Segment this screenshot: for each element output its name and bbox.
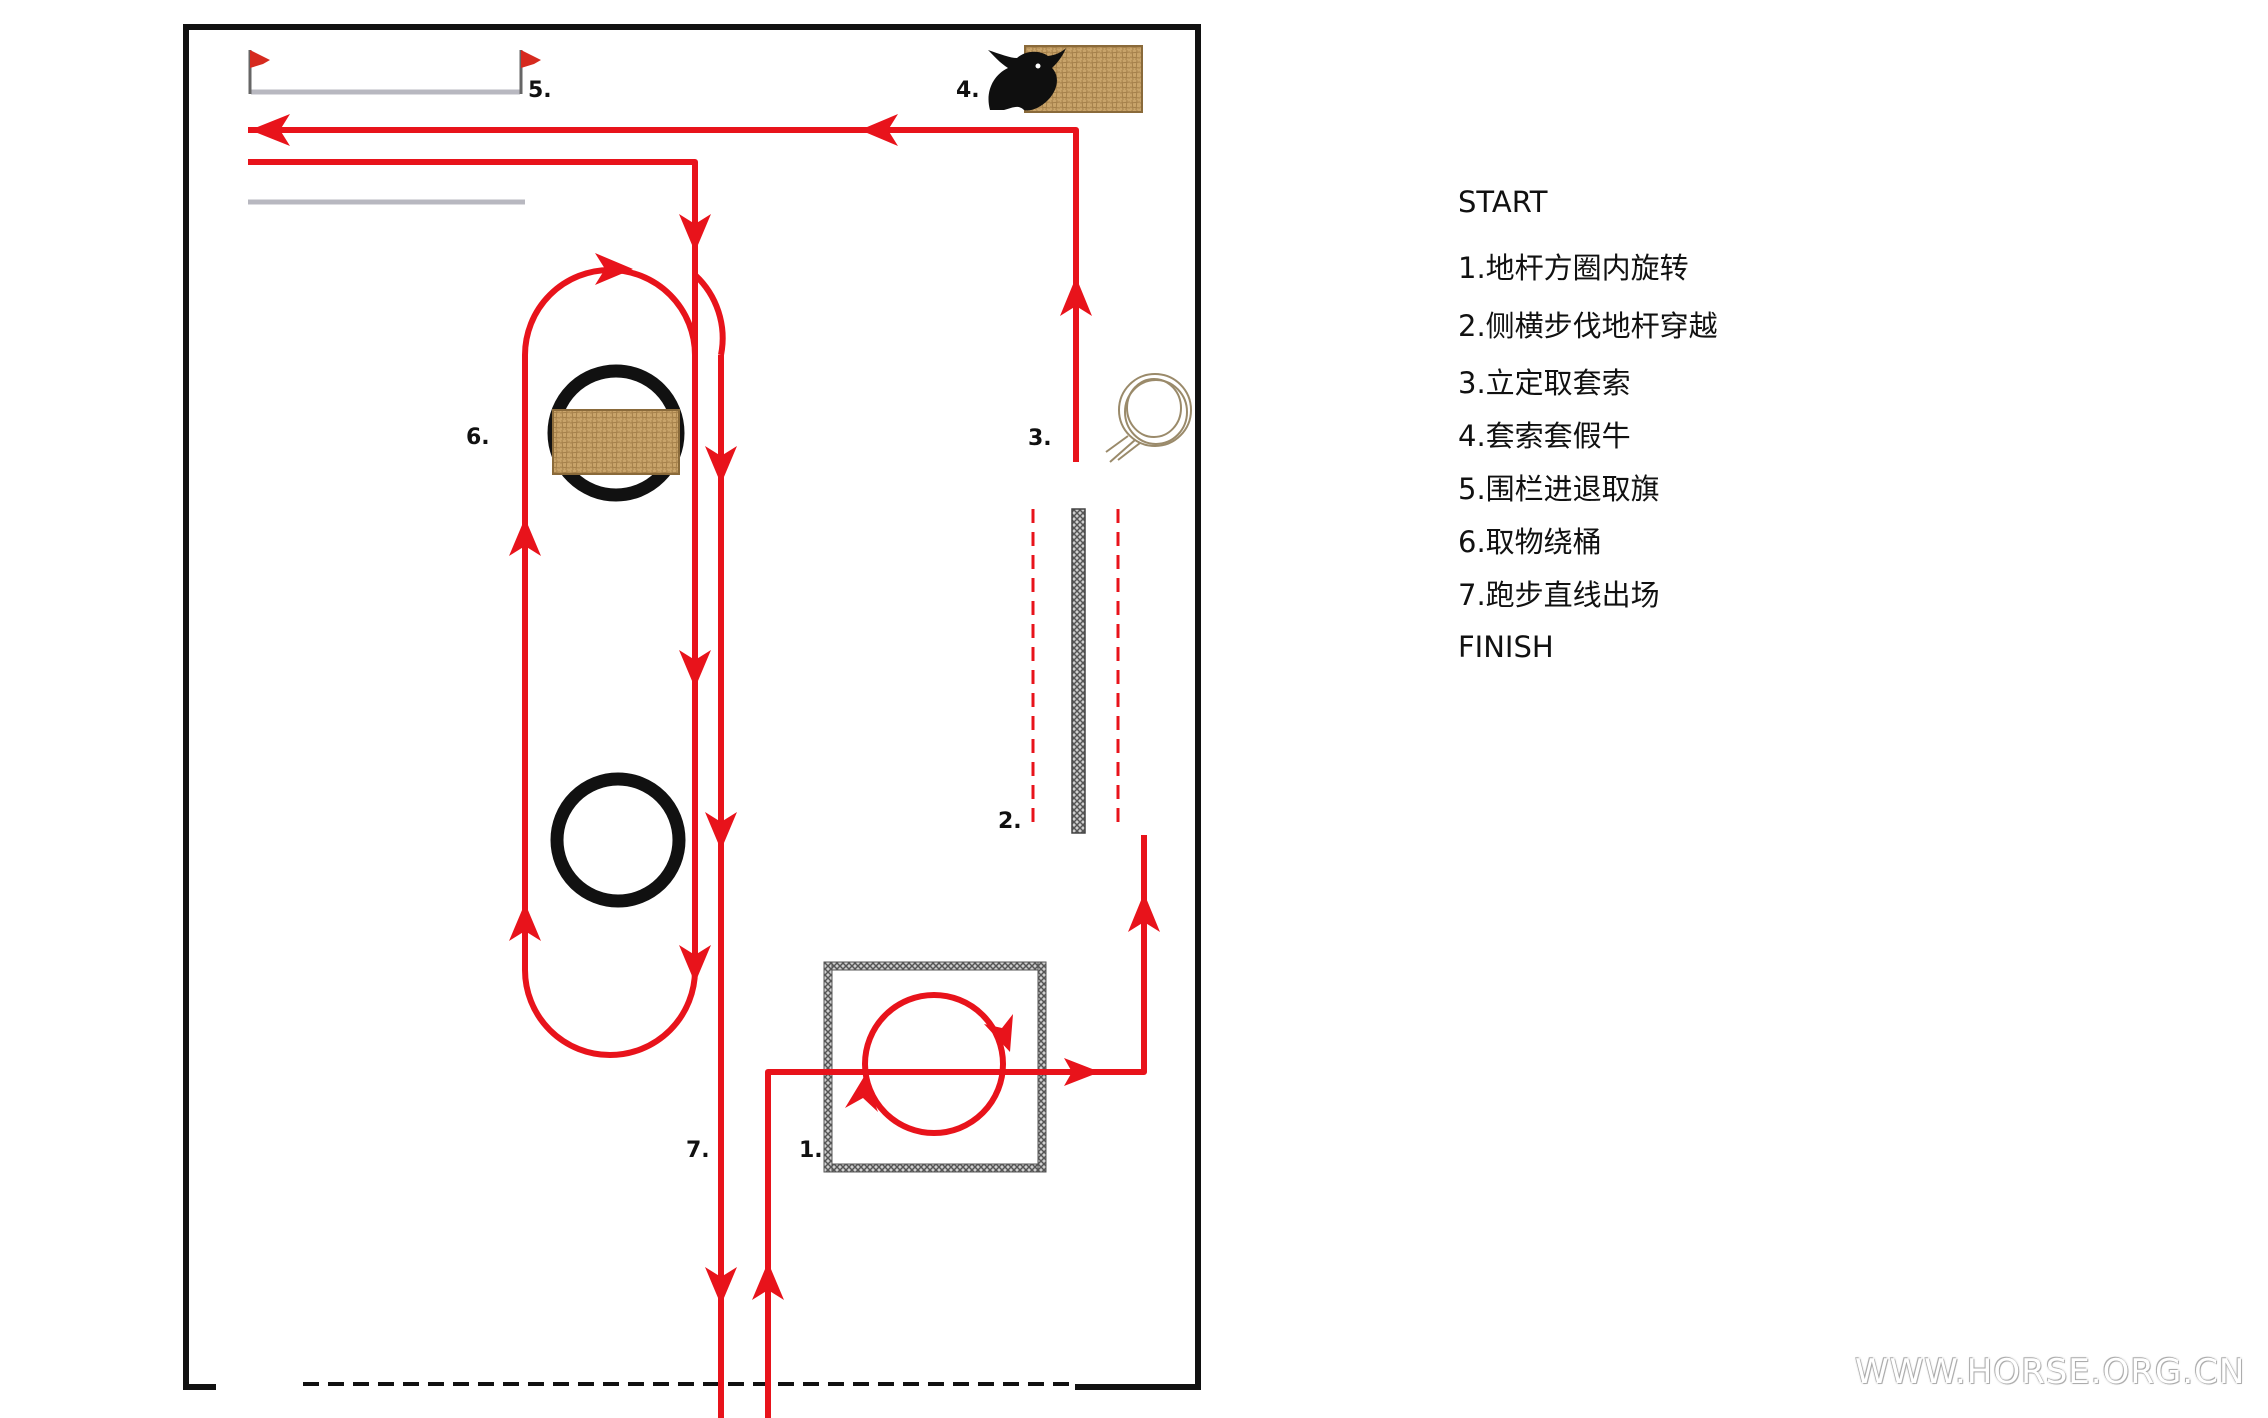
direction-arrows xyxy=(250,114,1160,1305)
station-4-dummy-cow xyxy=(988,45,1143,113)
arrow-icon xyxy=(705,446,737,484)
arrow-icon xyxy=(845,1075,878,1112)
arrow-icon xyxy=(1064,1058,1100,1086)
flag-icon xyxy=(519,50,541,94)
station-5-fence-flags xyxy=(248,50,541,205)
legend-item: 6.取物绕桶 xyxy=(1458,525,1602,559)
legend-item: 5.围栏进退取旗 xyxy=(1458,472,1660,506)
arrow-icon xyxy=(860,114,898,146)
arrow-icon xyxy=(679,650,711,688)
barrel-lower xyxy=(550,772,686,908)
course-path xyxy=(248,127,1147,1418)
hay-bale xyxy=(552,409,680,475)
station-label-3: 3. xyxy=(1028,426,1052,451)
legend-item: 3.立定取套索 xyxy=(1458,366,1631,400)
arrow-icon xyxy=(595,253,633,285)
station-3-lasso xyxy=(1105,373,1192,463)
arrow-icon xyxy=(509,903,541,941)
station-label-6: 6. xyxy=(466,425,490,450)
station-6-barrels xyxy=(547,364,686,908)
station-label-7: 7. xyxy=(686,1138,710,1163)
station-2-sidepass-pole xyxy=(1031,508,1120,834)
arrow-icon xyxy=(705,1267,737,1305)
lasso-icon xyxy=(1105,373,1192,463)
watermark: WWW.HORSE.ORG.CN xyxy=(1855,1352,2246,1392)
legend-finish: FINISH xyxy=(1458,630,1554,664)
station-label-1: 1. xyxy=(799,1138,823,1163)
arrow-icon xyxy=(752,1262,784,1300)
ground-pole xyxy=(1071,508,1086,834)
station-label-5: 5. xyxy=(528,78,552,103)
arrow-icon xyxy=(984,1014,1013,1052)
arrow-icon xyxy=(705,812,737,850)
arrow-icon xyxy=(509,518,541,556)
legend-start: START xyxy=(1458,185,1548,219)
legend-item: 7.跑步直线出场 xyxy=(1458,578,1660,612)
arrow-icon xyxy=(1060,277,1092,316)
arrow-icon xyxy=(679,214,711,252)
cow-head-icon xyxy=(988,48,1066,111)
legend-item: 4.套索套假牛 xyxy=(1458,419,1631,453)
arena xyxy=(183,24,1201,1390)
station-label-4: 4. xyxy=(956,78,980,103)
station-label-2: 2. xyxy=(998,809,1022,834)
flag-icon xyxy=(248,50,270,94)
arrow-icon xyxy=(679,945,711,983)
arena-wall xyxy=(183,24,1201,1390)
legend-item: 2.侧横步伐地杆穿越 xyxy=(1458,309,1718,343)
arrow-icon xyxy=(250,114,290,146)
legend-item: 1.地杆方圈内旋转 xyxy=(1458,251,1689,285)
arrow-icon xyxy=(1128,893,1160,932)
station-1-pole-box xyxy=(823,961,1047,1173)
